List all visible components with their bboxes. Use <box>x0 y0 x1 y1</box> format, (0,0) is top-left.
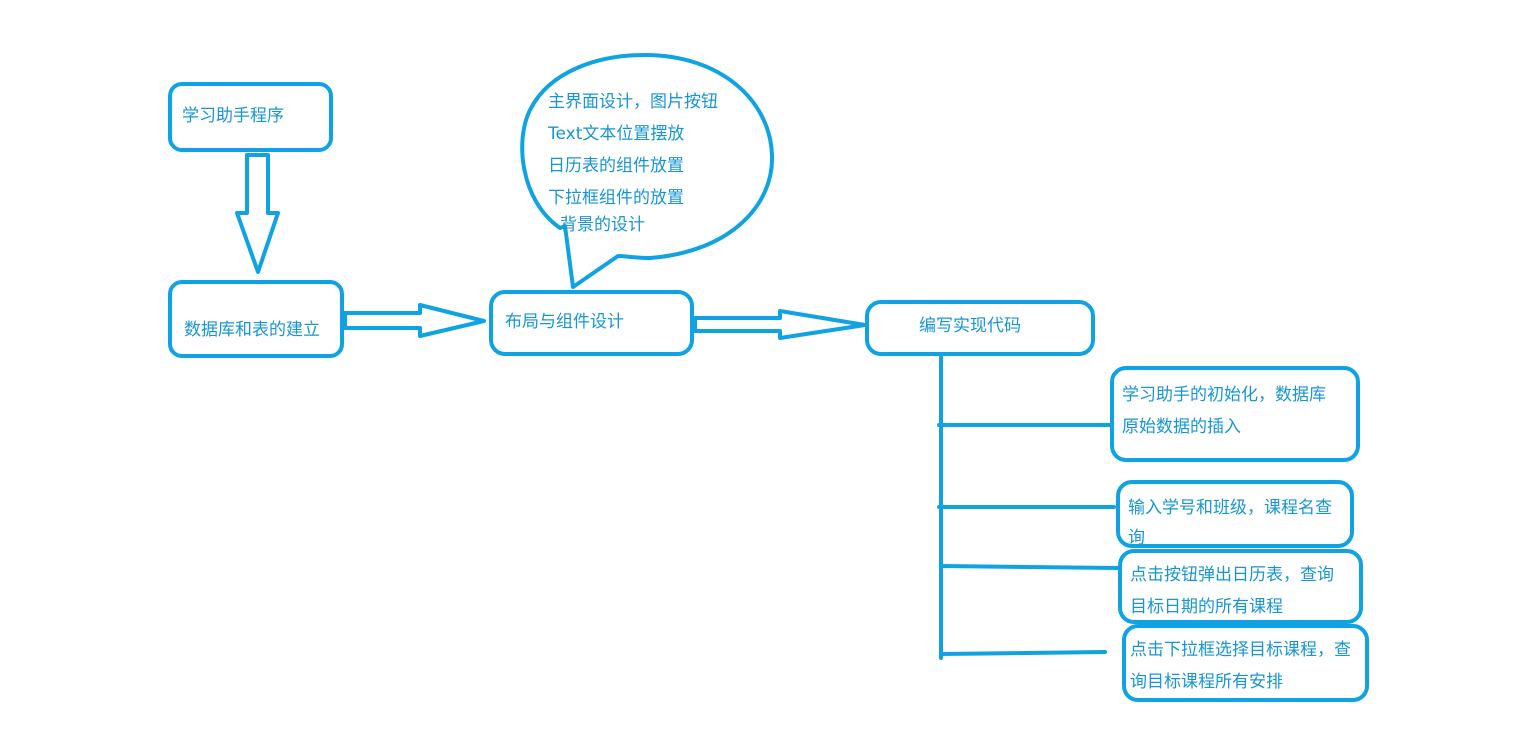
node-code-label: 编写实现代码 <box>919 316 1021 336</box>
node-start-label: 学习助手程序 <box>182 106 284 126</box>
node-layout: 布局与组件设计 <box>489 290 694 356</box>
speech-bubble-shape <box>520 53 775 289</box>
tree-branch-3 <box>939 564 1120 570</box>
arrow-right-layout-to-code <box>693 309 867 340</box>
task-4-line-1: 点击下拉框选择目标课程，查 <box>1130 640 1351 660</box>
node-database-label: 数据库和表的建立 <box>184 320 320 340</box>
bubble-line-2: Text文本位置摆放 <box>548 124 685 144</box>
task-4-line-2: 询目标课程所有安排 <box>1130 672 1283 692</box>
task-box-3: 点击按钮弹出日历表，查询 目标日期的所有课程 <box>1118 549 1363 624</box>
task-2-line-1: 输入学号和班级，课程名查 <box>1128 498 1332 518</box>
bubble-line-5: 背景的设计 <box>560 215 645 235</box>
arrow-right-database-to-layout <box>343 303 486 338</box>
bubble-line-4: 下拉框组件的放置 <box>548 188 684 208</box>
task-box-2: 输入学号和班级，课程名查 询 <box>1116 480 1354 548</box>
task-3-line-1: 点击按钮弹出日历表，查询 <box>1130 565 1334 585</box>
task-3-line-2: 目标日期的所有课程 <box>1130 597 1283 617</box>
task-box-4: 点击下拉框选择目标课程，查 询目标课程所有安排 <box>1122 624 1369 702</box>
node-database: 数据库和表的建立 <box>168 280 344 358</box>
bubble-line-3: 日历表的组件放置 <box>548 156 684 176</box>
task-1-line-2: 原始数据的插入 <box>1122 417 1241 437</box>
arrow-down-start-to-database <box>235 153 280 274</box>
node-layout-label: 布局与组件设计 <box>505 312 624 332</box>
task-box-1: 学习助手的初始化，数据库 原始数据的插入 <box>1110 366 1360 462</box>
task-2-line-2: 询 <box>1128 528 1145 548</box>
bubble-line-1: 主界面设计，图片按钮 <box>548 92 718 112</box>
node-start: 学习助手程序 <box>168 82 333 152</box>
tree-branch-4 <box>939 650 1107 656</box>
task-1-line-1: 学习助手的初始化，数据库 <box>1122 385 1326 405</box>
node-code: 编写实现代码 <box>865 300 1095 356</box>
